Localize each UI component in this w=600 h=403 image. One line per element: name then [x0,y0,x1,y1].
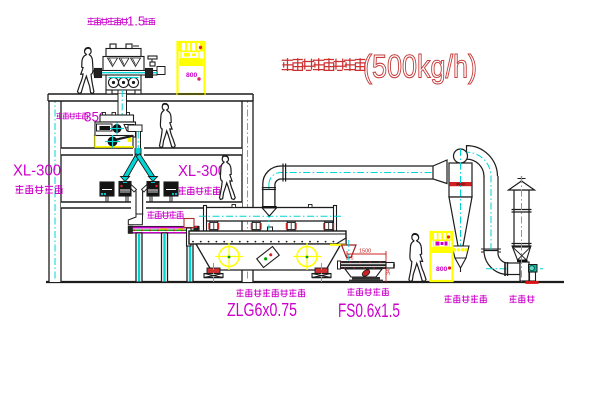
svg-text:1500: 1500 [359,249,371,255]
svg-text:800: 800 [436,266,448,273]
svg-text:75: 75 [349,256,355,261]
svg-text:Φ800: Φ800 [456,183,465,187]
svg-text:345: 345 [386,266,392,275]
svg-text:XL-300: XL-300 [178,163,226,180]
svg-text:FS0.6x1.5: FS0.6x1.5 [338,301,400,322]
svg-text:800: 800 [186,72,198,79]
svg-text:ZLG6x0.75: ZLG6x0.75 [227,299,297,320]
svg-text:(500kg/h): (500kg/h) [363,49,477,85]
svg-text:XL-300: XL-300 [13,163,61,180]
svg-text:1.5: 1.5 [127,14,145,29]
